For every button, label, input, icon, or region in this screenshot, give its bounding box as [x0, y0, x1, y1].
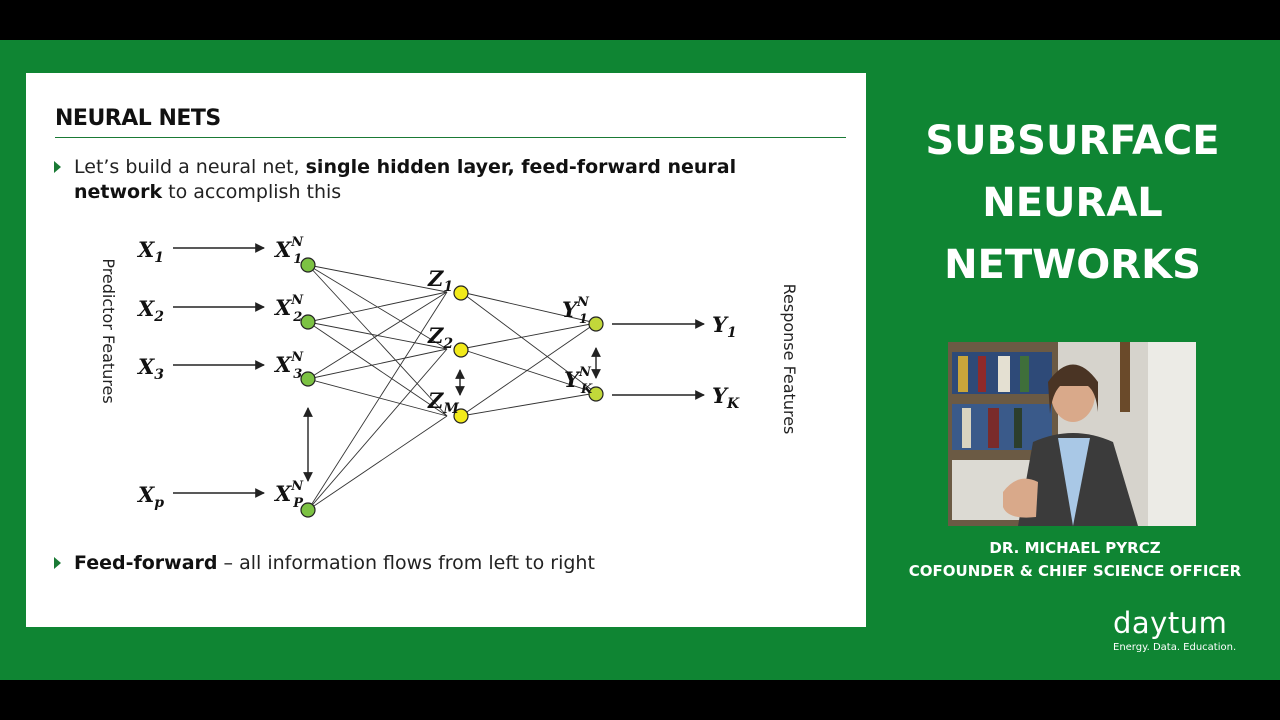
input-label: X1 [136, 237, 164, 266]
bullet-2: Feed-forward – all information flows fro… [54, 551, 794, 576]
daytum-logo: daytum [1113, 606, 1228, 640]
bullet-1-pre: Let’s build a neural net, [74, 156, 306, 178]
connection [307, 291, 448, 380]
connection [307, 348, 448, 511]
video-title-line: NETWORKS [944, 242, 1201, 288]
output-nodes [588, 316, 604, 402]
output-label: Y1 [712, 312, 737, 341]
input-node [300, 502, 316, 518]
hidden-nodes [453, 285, 469, 424]
connection [307, 321, 448, 417]
bullet-triangle-icon [54, 161, 61, 173]
slide-title: NEURAL NETS [55, 106, 221, 131]
input-nodes [300, 257, 316, 518]
hidden-output-connections [460, 291, 597, 417]
bullet-1-bold: single hidden layer, feed-forward neural… [74, 156, 737, 203]
connection [460, 291, 597, 394]
input-label: X3 [136, 354, 164, 383]
connection [307, 415, 448, 511]
presenter-info: DR. MICHAEL PYRCZ COFOUNDER & CHIEF SCIE… [880, 537, 1270, 583]
video-title: SUBSURFACE NEURAL NETWORKS [880, 110, 1265, 296]
presenter-photo-illustration [948, 342, 1196, 526]
video-title-line: SUBSURFACE [925, 118, 1220, 164]
letterbox-top [0, 0, 1280, 40]
connection [307, 264, 448, 293]
connection [460, 348, 597, 394]
bullet-2-post: – all information flows from left to rig… [217, 552, 595, 574]
input-node [300, 257, 316, 273]
input-node [300, 314, 316, 330]
connection [307, 348, 448, 380]
hidden-node [453, 285, 469, 301]
connection [460, 392, 597, 417]
connection [307, 264, 448, 417]
connection [460, 322, 597, 350]
bullet-1: Let’s build a neural net, single hidden … [54, 155, 814, 205]
connection [460, 322, 597, 417]
connection [460, 291, 597, 324]
slide: NEURAL NETS Let’s build a neural net, si… [26, 73, 866, 627]
output-node [588, 316, 604, 332]
neural-network-diagram: Predictor Features Response Features [99, 235, 799, 518]
hidden-node-label: Z1 [427, 266, 453, 295]
bullet-2-bold: Feed-forward [74, 552, 218, 574]
video-title-line: NEURAL [982, 180, 1163, 226]
right-axis-label: Response Features [780, 284, 799, 435]
connection [307, 291, 448, 511]
hidden-node [453, 342, 469, 358]
input-node [300, 371, 316, 387]
connection [307, 291, 448, 323]
presenter-photo [948, 342, 1196, 526]
presenter-name: DR. MICHAEL PYRCZ [989, 539, 1161, 557]
input-label: X2 [136, 296, 164, 325]
bullet-1-post: to accomplish this [162, 181, 342, 203]
hidden-node-label: Z2 [427, 323, 453, 352]
letterbox-bottom [0, 680, 1280, 720]
left-axis-label: Predictor Features [99, 258, 118, 403]
input-hidden-connections [307, 264, 448, 511]
bullet-triangle-icon [54, 557, 61, 569]
output-label: YK [712, 383, 740, 412]
daytum-tagline: Energy. Data. Education. [1113, 642, 1237, 653]
input-arrows [173, 243, 265, 498]
output-arrows [612, 319, 705, 400]
hidden-node [453, 408, 469, 424]
output-node [588, 386, 604, 402]
connection [307, 378, 448, 417]
hidden-node-label: ZM [427, 388, 459, 417]
presenter-role: COFOUNDER & CHIEF SCIENCE OFFICER [908, 562, 1242, 580]
input-label: Xp [136, 482, 164, 511]
title-rule [55, 137, 846, 138]
